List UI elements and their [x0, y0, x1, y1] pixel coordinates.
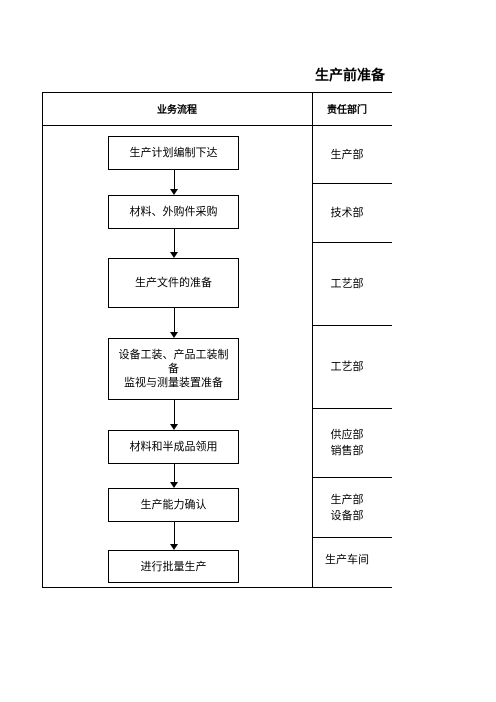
column-divider — [312, 92, 313, 588]
flow-step-label: 材料、外购件采购 — [129, 205, 218, 218]
arrow-down-icon — [170, 424, 178, 430]
dept-row-divider — [312, 242, 392, 243]
flow-arrow-line — [174, 464, 175, 482]
flow-step-box: 进行批量生产 — [108, 550, 239, 583]
flow-arrow-line — [174, 522, 175, 544]
department-cell: 生产车间 — [325, 553, 369, 566]
arrow-down-icon — [170, 482, 178, 488]
flow-arrow-line — [174, 170, 175, 190]
header-divider — [42, 125, 392, 126]
dept-row-divider — [312, 408, 392, 409]
flow-step-label: 生产能力确认 — [140, 498, 207, 511]
flow-arrow-line — [174, 400, 175, 424]
dept-row-divider — [312, 477, 392, 478]
flow-step-box: 材料和半成品领用 — [108, 430, 239, 464]
table-border — [42, 92, 392, 588]
dept-row-divider — [312, 183, 392, 184]
flow-arrow-line — [174, 229, 175, 252]
dept-row-divider — [312, 537, 392, 538]
arrow-down-icon — [170, 189, 178, 195]
arrow-down-icon — [170, 332, 178, 338]
document-title: 生产前准备 — [315, 68, 385, 84]
arrow-down-icon — [170, 252, 178, 258]
flow-step-box: 生产计划编制下达 — [108, 136, 239, 170]
flow-step-label: 生产计划编制下达 — [129, 146, 218, 159]
department-cell: 技术部 — [330, 206, 364, 219]
flow-step-box: 生产能力确认 — [108, 488, 239, 522]
department-cell: 工艺部 — [330, 277, 364, 290]
flow-step-label: 材料和半成品领用 — [129, 440, 218, 453]
department-cell: 供应部 销售部 — [330, 428, 364, 457]
flow-step-box: 生产文件的准备 — [108, 258, 239, 308]
department-cell: 生产部 设备部 — [330, 492, 364, 522]
flow-step-label: 生产文件的准备 — [135, 276, 212, 289]
flow-step-box: 设备工装、产品工装制 备 监视与测量装置准备 — [108, 338, 239, 400]
header-process: 业务流程 — [157, 105, 197, 116]
dept-row-divider — [312, 325, 392, 326]
flow-step-box: 材料、外购件采购 — [108, 195, 239, 229]
process-table: 业务流程 责任部门 生产计划编制下达 材料、外购件采购 生产文件的准备 设备工装… — [42, 92, 392, 589]
arrow-down-icon — [170, 544, 178, 550]
header-department: 责任部门 — [327, 105, 367, 116]
flow-arrow-line — [174, 308, 175, 332]
department-cell: 工艺部 — [330, 360, 364, 373]
department-cell: 生产部 — [330, 147, 364, 161]
flow-step-label: 设备工装、产品工装制 备 监视与测量装置准备 — [118, 348, 229, 389]
flow-step-label: 进行批量生产 — [140, 559, 207, 573]
